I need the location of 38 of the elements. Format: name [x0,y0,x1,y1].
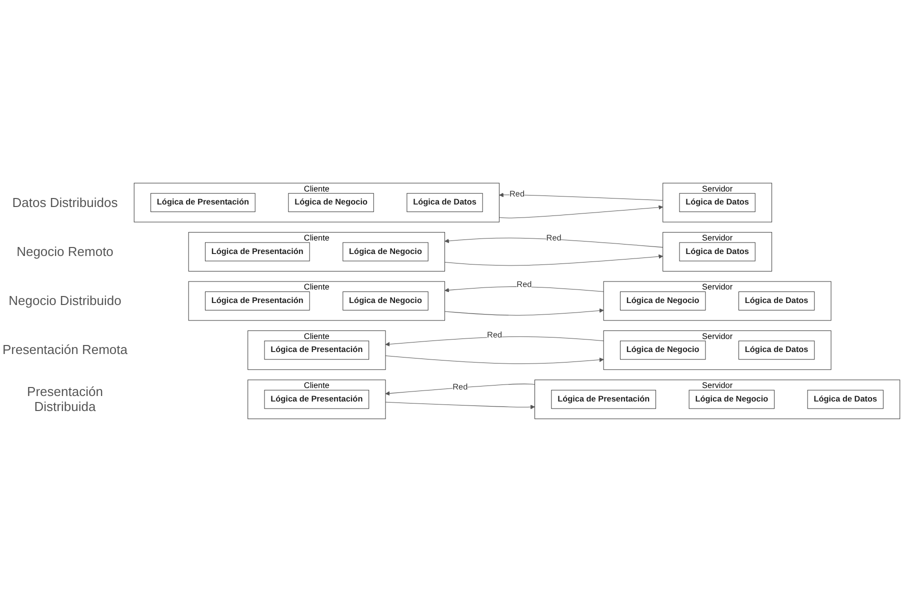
node-box: Lógica de Presentación [264,340,370,360]
edge-label: Red [452,382,468,392]
arrow [444,237,664,248]
row-label: Negocio Distribuido [8,293,122,308]
edge-label: Red [487,330,502,340]
arrow [385,383,536,396]
arrow [498,204,664,218]
node-box: Lógica de Negocio [342,291,428,310]
node-box: Lógica de Negocio [342,242,428,261]
arrow [444,286,604,292]
arrow [499,192,664,200]
node-box: Lógica de Negocio [688,389,775,408]
row-label: Presentación Remota [1,342,128,358]
node-box: Lógica de Presentación [150,192,256,212]
node-box: Lógica de Datos [679,242,756,261]
node-box: Lógica de Presentación [205,291,310,310]
row-label: Presentación Distribuida [26,384,104,414]
node-box: Lógica de Presentación [264,389,370,408]
node-box: Lógica de Datos [679,192,756,212]
arrow [444,254,664,266]
edge-label: Red [509,189,525,198]
node-box: Lógica de Presentación [551,389,656,408]
row-label: Negocio Remoto [16,244,114,259]
arrow [444,308,604,316]
node-box: Lógica de Datos [807,389,884,408]
arrow [385,336,604,346]
arrow [385,355,604,364]
node-box: Lógica de Datos [406,192,483,212]
row-label: Datos Distribuidos [11,194,119,210]
arrow [385,401,535,409]
node-box: Lógica de Datos [738,291,815,310]
node-box: Lógica de Negocio [288,192,374,212]
edge-label: Red [546,233,562,242]
node-box: Lógica de Negocio [620,291,706,310]
node-box: Lógica de Datos [738,340,815,360]
edge-label: Red [516,280,532,289]
node-box: Lógica de Negocio [620,340,706,360]
node-box: Lógica de Presentación [205,242,310,261]
